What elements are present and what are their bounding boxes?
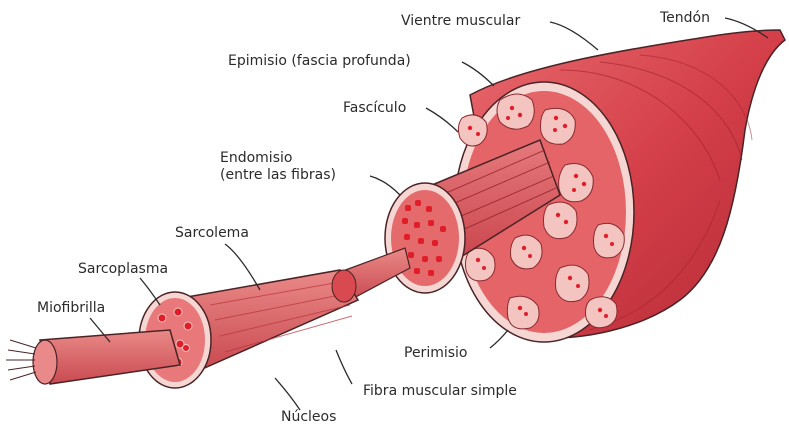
label-fibra-muscular-simple: Fibra muscular simple <box>363 383 517 400</box>
leader-fibra <box>336 350 352 384</box>
leader-epimisio <box>462 62 494 86</box>
leader-endomisio <box>370 176 400 195</box>
label-miofibrilla: Miofibrilla <box>37 300 105 317</box>
leader-sarcoplasma <box>140 278 160 305</box>
leader-vientre <box>550 22 598 50</box>
leader-fasciculo <box>426 108 458 132</box>
label-nucleos: Núcleos <box>281 409 336 426</box>
label-fasciculo: Fascículo <box>343 100 406 117</box>
label-epimisio: Epimisio (fascia profunda) <box>228 53 411 70</box>
leader-sarcolema <box>225 244 260 290</box>
label-perimisio: Perimisio <box>404 345 467 362</box>
leader-perimisio <box>490 330 508 348</box>
single-muscle-fiber <box>139 270 358 388</box>
label-sarcolema: Sarcolema <box>175 225 249 242</box>
label-sarcoplasma: Sarcoplasma <box>78 261 168 278</box>
label-endomisio: Endomisio (entre las fibras) <box>220 150 336 184</box>
label-tendon: Tendón <box>660 10 710 27</box>
leader-nucleos <box>275 378 300 410</box>
label-vientre-muscular: Vientre muscular <box>401 13 520 30</box>
